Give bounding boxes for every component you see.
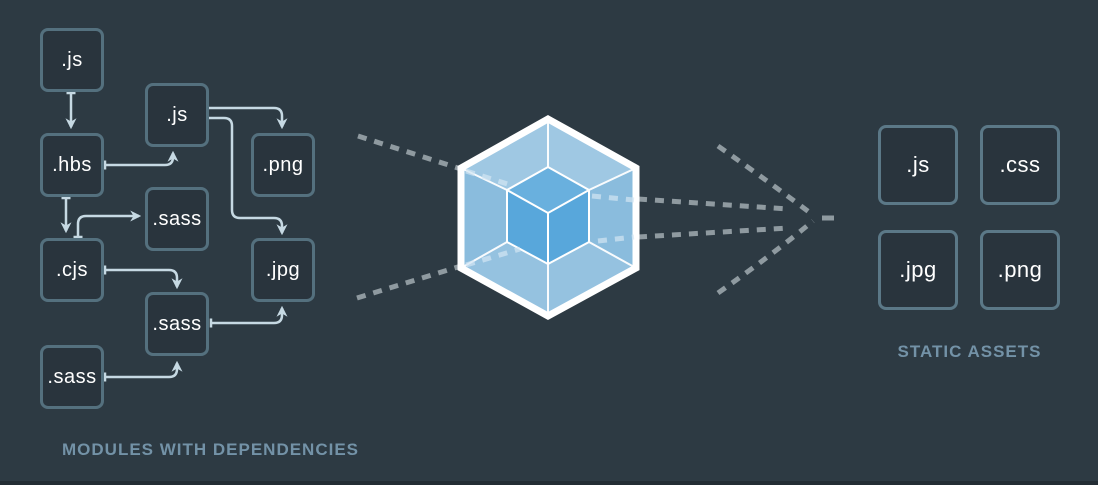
- edge-sass2-to-jpg: [209, 305, 288, 328]
- module-label: .sass: [47, 365, 97, 388]
- module-box-sass-top: .sass: [145, 187, 209, 251]
- asset-box-jpg: .jpg: [878, 230, 958, 310]
- asset-label: .png: [997, 257, 1043, 282]
- dotted-right-lower: [716, 219, 815, 296]
- dotted-flow-lines: [356, 133, 834, 301]
- module-label: .js: [166, 103, 188, 126]
- edge-cjs-to-sass2: [103, 265, 183, 290]
- module-label: .cjs: [56, 258, 88, 281]
- module-label: .sass: [152, 207, 202, 230]
- module-label: .png: [262, 153, 304, 176]
- dotted-left-upper: [357, 133, 462, 172]
- module-box-sass-bottom-left: .sass: [40, 345, 104, 409]
- dotted-left-lower: [356, 263, 462, 301]
- module-box-hbs: .hbs: [40, 133, 104, 197]
- dependency-connectors: [60, 91, 288, 382]
- dotted-right-h1: [637, 196, 790, 212]
- edge-cjs-to-sass1: [73, 210, 142, 239]
- caption-modules-with-dependencies: MODULES WITH DEPENDENCIES: [62, 440, 360, 459]
- asset-label: .js: [906, 152, 930, 177]
- edge-hbs-to-js2: [103, 150, 179, 170]
- edge-js2-to-jpg: [205, 113, 288, 236]
- module-box-sass-middle: .sass: [145, 292, 209, 356]
- dotted-right-h2: [637, 225, 790, 240]
- asset-label: .css: [999, 152, 1041, 177]
- webpack-logo: [457, 114, 640, 320]
- module-box-png: .png: [251, 133, 315, 197]
- bottom-edge-strip: [0, 481, 1098, 485]
- module-box-js-middle: .js: [145, 83, 209, 147]
- module-box-cjs: .cjs: [40, 238, 104, 302]
- module-label: .hbs: [52, 153, 92, 176]
- module-box-jpg: .jpg: [251, 238, 315, 302]
- cube-inner-edges: [506, 189, 590, 264]
- edge-sass3-to-sass2: [103, 360, 183, 382]
- asset-box-png: .png: [980, 230, 1060, 310]
- module-box-js-top-left: .js: [40, 28, 104, 92]
- cube-interior-dashes: [465, 168, 635, 268]
- asset-box-js: .js: [878, 125, 958, 205]
- dotted-right-upper: [716, 143, 815, 217]
- caption-static-assets: STATIC ASSETS: [897, 342, 1042, 361]
- asset-box-css: .css: [980, 125, 1060, 205]
- module-label: .sass: [152, 312, 202, 335]
- module-label: .js: [61, 48, 83, 71]
- module-label: .jpg: [265, 258, 301, 281]
- asset-label: .jpg: [899, 257, 937, 282]
